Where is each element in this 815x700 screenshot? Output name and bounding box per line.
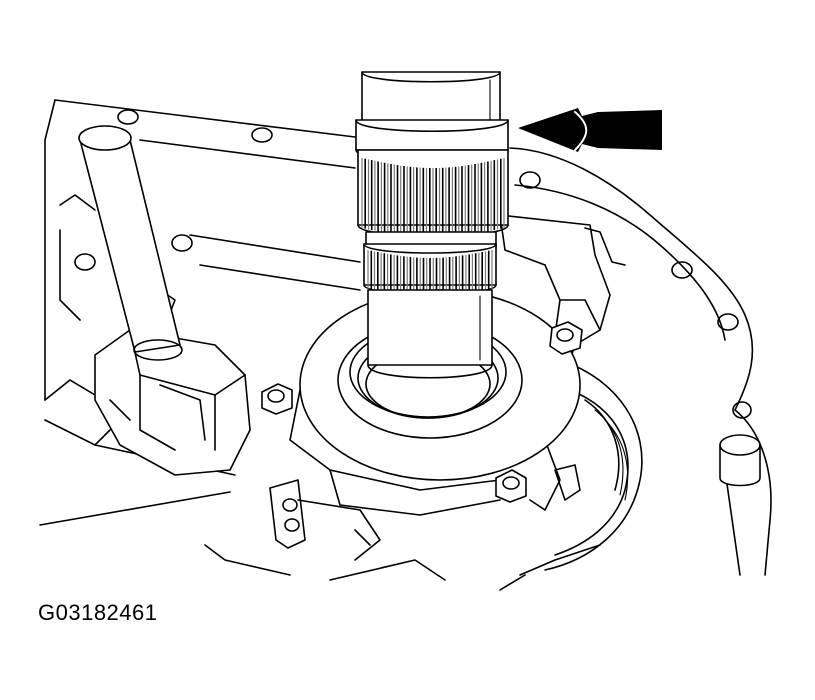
case-casting-left [94, 329, 251, 476]
housing-flange [499, 147, 772, 591]
upper-spline [357, 149, 509, 238]
small-bracket [269, 479, 381, 561]
pointer-arrow [518, 108, 662, 152]
bolt-lower [495, 469, 527, 503]
transmission-shaft-diagram [39, 71, 772, 591]
case-plate [39, 99, 446, 581]
bolt-upper-right [549, 321, 583, 355]
retainer-bracket [499, 214, 626, 511]
bolt-left [261, 383, 293, 415]
alignment-pin [78, 125, 183, 361]
main-shaft [355, 71, 509, 379]
figure-id-label: G03182461 [38, 600, 158, 625]
